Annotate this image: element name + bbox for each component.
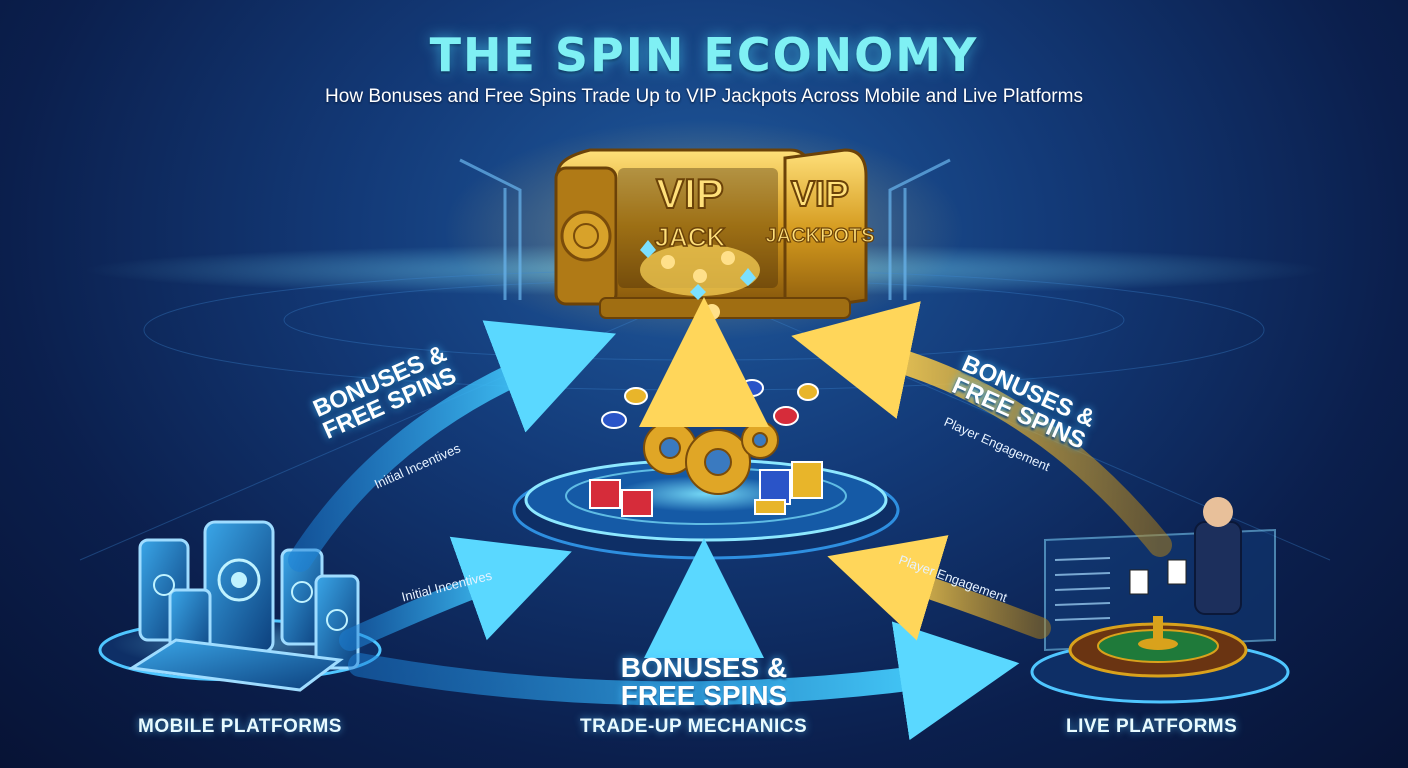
- live-casino: [1030, 497, 1290, 704]
- section-live-platforms: LIVE PLATFORMS: [1066, 716, 1238, 737]
- page-subtitle: How Bonuses and Free Spins Trade Up to V…: [325, 86, 1083, 107]
- gears: [643, 421, 779, 495]
- arrow-mobile-to-vault: [288, 320, 617, 572]
- flow-arrows: [288, 297, 1172, 741]
- vault-label-vip-left: VIP: [656, 170, 724, 217]
- page-title: THE SPIN ECONOMY: [429, 28, 979, 82]
- section-mobile-platforms: MOBILE PLATFORMS: [138, 716, 342, 737]
- mobile-devices: [98, 520, 382, 692]
- bottom-flow-label: BONUSES & FREE SPINS: [554, 654, 854, 710]
- section-trade-up-mechanics: TRADE-UP MECHANICS: [580, 716, 808, 737]
- bottom-line2: FREE SPINS: [620, 680, 788, 711]
- vault-label-jackpots-right: JACKPOTS: [766, 225, 875, 247]
- arrow-live-to-center: [827, 535, 1051, 641]
- bottom-line1: BONUSES &: [620, 652, 788, 683]
- arrow-mobile-to-center: [339, 536, 572, 651]
- vault-label-vip-right: VIP: [791, 173, 849, 214]
- gate-frame: [459, 158, 951, 300]
- arrow-mobile-to-live: [348, 621, 1020, 741]
- vip-jackpot-vault: [554, 148, 868, 320]
- vault-label-jack-left: JACK: [655, 222, 726, 252]
- arrow-live-to-vault: [791, 301, 1172, 557]
